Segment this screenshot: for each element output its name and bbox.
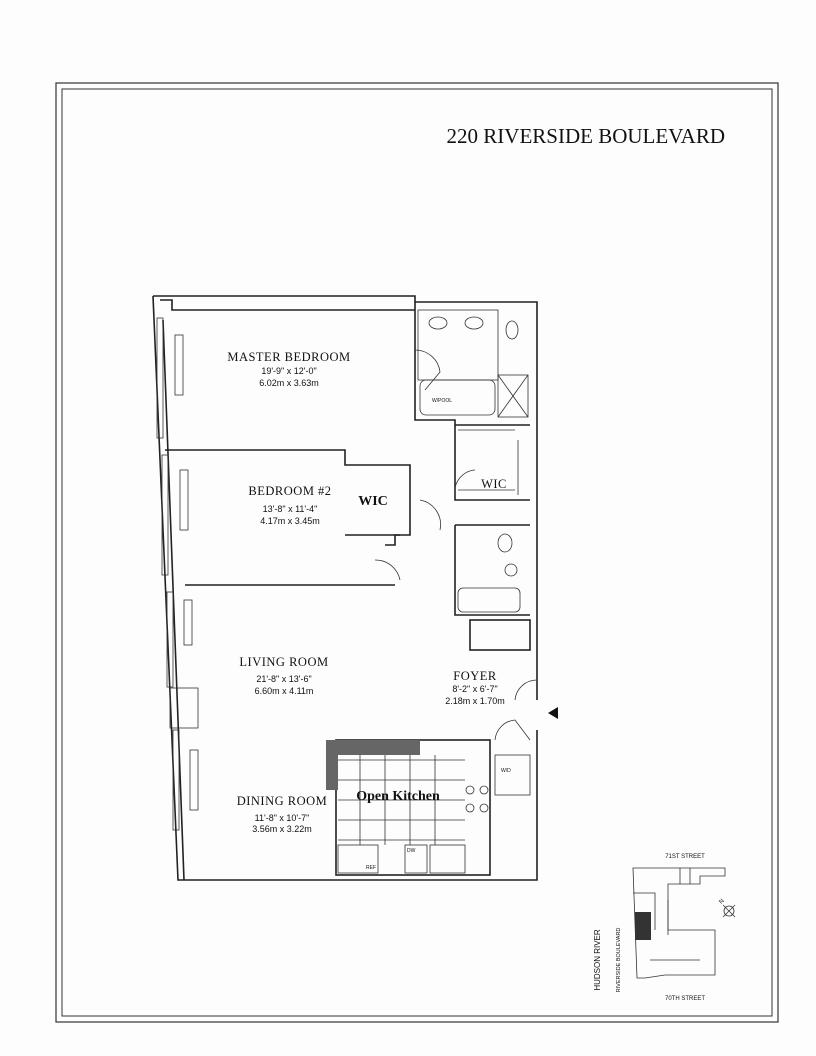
master-bedroom-dim-metric: 6.02m x 3.63m <box>259 378 319 388</box>
entry-arrow-icon <box>548 707 558 719</box>
bedroom2-dim-imperial: 13'-8" x 11'-4" <box>263 504 318 514</box>
whirlpool-label: W/POOL <box>432 398 452 404</box>
dining-room-label: DINING ROOM <box>237 794 328 808</box>
washer-dryer-label: W/D <box>501 768 511 774</box>
boulevard-label: RIVERSIDE BOULEVARD <box>616 928 622 993</box>
south-street-label: 70TH STREET <box>665 996 705 1002</box>
inner-frame <box>61 88 773 1017</box>
kitchen-redaction-bar <box>326 740 420 755</box>
kitchen-redaction-bar <box>326 740 338 790</box>
outer-frame <box>55 82 779 1023</box>
fridge-label: REF <box>366 865 376 871</box>
bedroom2-label: BEDROOM #2 <box>248 484 331 498</box>
dishwasher-label: DW <box>407 848 416 854</box>
open-kitchen-label: Open Kitchen <box>356 789 440 804</box>
dining-room-dim-metric: 3.56m x 3.22m <box>252 824 312 834</box>
master-bedroom-dim-imperial: 19'-9" x 12'-0" <box>261 366 316 376</box>
master-wic-label: WIC <box>481 477 507 491</box>
foyer-label: FOYER <box>453 669 497 683</box>
master-bedroom-label: MASTER BEDROOM <box>227 350 350 364</box>
bedroom2-wic-label: WIC <box>358 494 388 509</box>
foyer-dim-imperial: 8'-2" x 6'-7" <box>452 684 497 694</box>
apartment-outline: W/POOL REF DW W/D <box>152 295 538 881</box>
living-room-dim-metric: 6.60m x 4.11m <box>255 686 314 696</box>
living-room-dim-imperial: 21'-8" x 13'-6" <box>256 674 311 684</box>
foyer-dim-metric: 2.18m x 1.70m <box>445 696 505 706</box>
building-title: 220 RIVERSIDE BOULEVARD <box>447 124 725 148</box>
dining-room-dim-imperial: 11'-8" x 10'-7" <box>255 813 310 823</box>
key-plan: 71ST STREET 70TH STREET HUDSON RIVER RIV… <box>593 854 736 1002</box>
living-room-label: LIVING ROOM <box>239 655 328 669</box>
north-street-label: 71ST STREET <box>665 854 705 860</box>
north-arrow-icon: N <box>718 898 725 905</box>
bedroom2-dim-metric: 4.17m x 3.45m <box>260 516 320 526</box>
river-label: HUDSON RIVER <box>593 929 602 991</box>
